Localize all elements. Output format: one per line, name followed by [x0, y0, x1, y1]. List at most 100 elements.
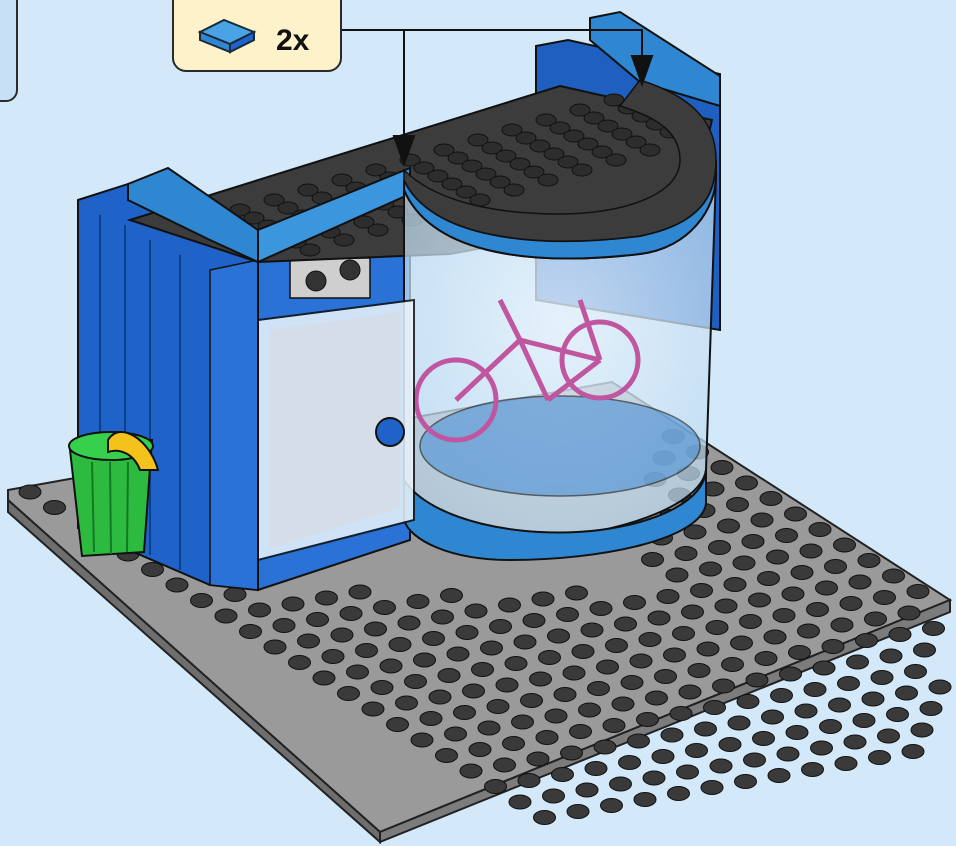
stud [166, 578, 188, 592]
stud [552, 768, 574, 782]
stud [615, 617, 637, 631]
stud [675, 547, 697, 561]
stud [561, 746, 583, 760]
stud [374, 601, 396, 615]
stud [914, 643, 936, 657]
stud [436, 749, 458, 763]
stud [835, 757, 857, 771]
stud [652, 750, 674, 764]
stud [753, 732, 775, 746]
stud [871, 671, 893, 685]
stud [19, 485, 41, 499]
stud [777, 747, 799, 761]
stud [496, 678, 518, 692]
stud [771, 689, 793, 703]
speaker-icon [306, 271, 326, 291]
stud [762, 710, 784, 724]
stud [727, 498, 749, 512]
stud [289, 656, 311, 670]
stud [751, 513, 773, 527]
stud [733, 556, 755, 570]
roof-stud [300, 244, 320, 256]
stud [469, 743, 491, 757]
stud [878, 729, 900, 743]
stud [862, 692, 884, 706]
stud [907, 585, 929, 599]
roof-stud [572, 164, 592, 176]
stud [736, 476, 758, 490]
stud [521, 694, 543, 708]
roof-stud [640, 144, 660, 156]
stud [639, 633, 661, 647]
stud [594, 740, 616, 754]
stud [713, 679, 735, 693]
stud [816, 581, 838, 595]
stud [441, 589, 463, 603]
stud [786, 726, 808, 740]
stud [454, 706, 476, 720]
stud [896, 686, 918, 700]
stud [902, 745, 924, 759]
stud [624, 596, 646, 610]
stud [191, 594, 213, 608]
stud [610, 777, 632, 791]
stud [465, 604, 487, 618]
stud [688, 664, 710, 678]
stud [923, 622, 945, 636]
stud [487, 700, 509, 714]
stud [621, 676, 643, 690]
stud [530, 672, 552, 686]
stud [773, 609, 795, 623]
stud [307, 613, 329, 627]
stud [849, 575, 871, 589]
stud [576, 783, 598, 797]
stud [215, 609, 237, 623]
stud [460, 764, 482, 778]
stud [581, 623, 603, 637]
stud [570, 725, 592, 739]
stud [804, 683, 826, 697]
stud [666, 568, 688, 582]
stud [782, 587, 804, 601]
stud [670, 707, 692, 721]
stud [349, 585, 371, 599]
stud [691, 584, 713, 598]
stud [316, 591, 338, 605]
stud [905, 665, 927, 679]
stud [481, 641, 503, 655]
stud [438, 669, 460, 683]
roof-stud [538, 174, 558, 186]
stud [527, 752, 549, 766]
stud [677, 765, 699, 779]
stud [514, 635, 536, 649]
stud [567, 805, 589, 819]
stud [566, 586, 588, 600]
stud [847, 655, 869, 669]
stud [737, 695, 759, 709]
stud [398, 616, 420, 630]
stud [711, 461, 733, 475]
speaker-icon [340, 260, 360, 280]
stud [456, 626, 478, 640]
stud [478, 721, 500, 735]
stud [719, 738, 741, 752]
stud [536, 731, 558, 745]
stud [630, 654, 652, 668]
stud [697, 642, 719, 656]
stud [407, 595, 429, 609]
stud [706, 621, 728, 635]
stud [371, 681, 393, 695]
stud [724, 578, 746, 592]
stud [920, 702, 942, 716]
stud [700, 562, 722, 576]
stud [735, 775, 757, 789]
stud [387, 718, 409, 732]
stud [776, 529, 798, 543]
roof-stud [334, 234, 354, 246]
stud [429, 690, 451, 704]
stud [523, 614, 545, 628]
stud [695, 722, 717, 736]
stud [224, 588, 246, 602]
stud [543, 789, 565, 803]
